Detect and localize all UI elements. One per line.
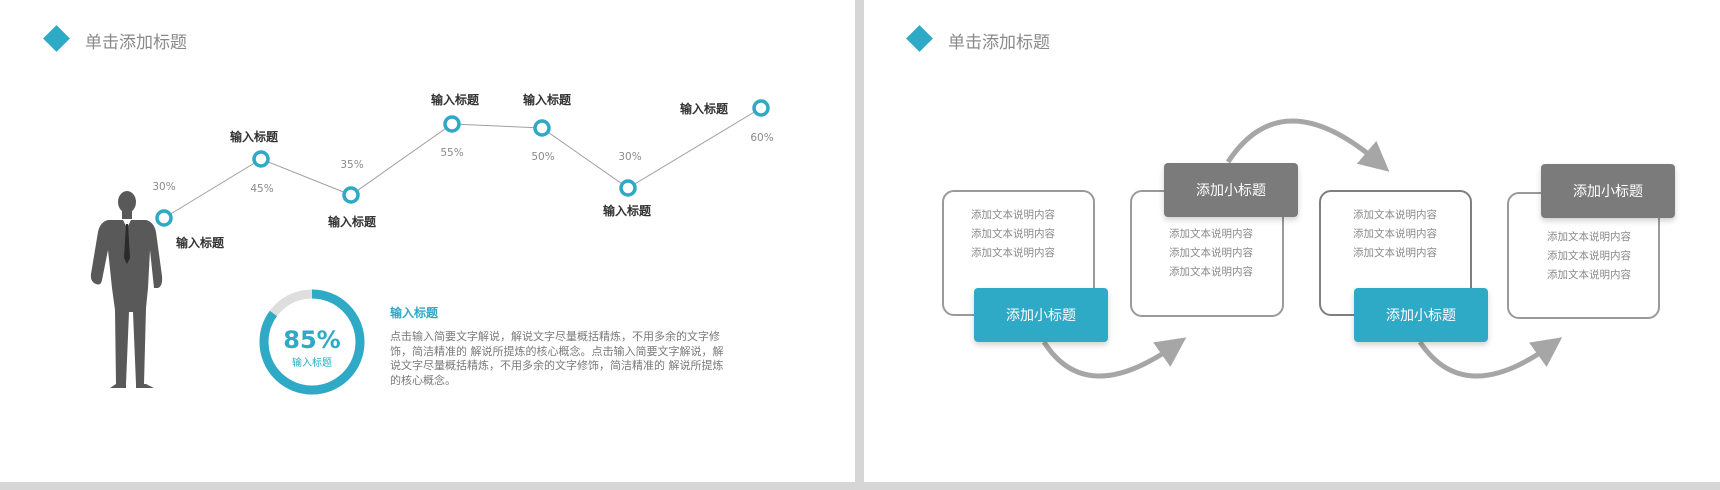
flow-arrows — [1041, 118, 1563, 379]
progress-ring: 85% 输入标题 — [259, 289, 365, 395]
point-label: 输入标题 — [176, 235, 225, 250]
data-point — [252, 150, 270, 168]
body-line: 说文字尽量概括精炼，不用多余的文字修饰，简洁精准的 解说所提炼 — [390, 359, 724, 372]
data-point — [619, 179, 637, 197]
point-percent: 55% — [440, 147, 463, 159]
point-label: 输入标题 — [431, 92, 480, 107]
ring-label: 输入标题 — [292, 356, 332, 369]
arrow-1 — [1041, 337, 1187, 379]
slide-left: 单击添加标题 输入标题 30% 输入标题 45% 输入标题 35% 输入标题 55% 输入标题 5… — [0, 0, 855, 482]
slide-title[interactable]: 单击添加标题 — [85, 33, 187, 53]
data-point — [752, 99, 770, 117]
point-percent: 30% — [152, 181, 175, 193]
point-percent: 60% — [750, 132, 773, 144]
arrow-3 — [1417, 337, 1563, 379]
point-label: 输入标题 — [603, 203, 652, 218]
data-point — [155, 209, 173, 227]
body-line: 的核心概念。 — [390, 373, 456, 387]
point-percent: 30% — [618, 151, 641, 163]
point-label: 输入标题 — [680, 101, 729, 116]
body-line: 点击输入简要文字解说，解说文字尽量概括精炼，不用多余的文字修 — [390, 330, 720, 343]
ring-value: 85% — [283, 326, 340, 354]
progress-line-chart: 输入标题 30% 输入标题 45% 输入标题 35% 输入标题 55% 输入标题 50% 输入标题 3… — [152, 92, 773, 250]
step-2-heading[interactable]: 添加小标题 — [1164, 163, 1298, 217]
step-2-description: 添加文本说明内容 添加文本说明内容 添加文本说明内容 — [1169, 228, 1253, 278]
data-point — [342, 186, 360, 204]
step-3-heading[interactable]: 添加小标题 — [1354, 288, 1488, 342]
step-1-description: 添加文本说明内容 添加文本说明内容 添加文本说明内容 — [971, 209, 1055, 259]
point-label: 输入标题 — [328, 214, 377, 229]
data-point — [443, 115, 461, 133]
point-percent: 50% — [531, 151, 554, 163]
arrow-2 — [1225, 118, 1390, 172]
step-1-heading[interactable]: 添加小标题 — [974, 288, 1108, 342]
text-block-body[interactable]: 点击输入简要文字解说，解说文字尽量概括精炼，不用多余的文字修饰，简洁精准的 解说… — [390, 330, 774, 388]
step-4-heading[interactable]: 添加小标题 — [1541, 164, 1675, 218]
slide-right: 单击添加标题 添加文本说明内容 添加文本说明内容 添加文本说明内容 添加小标题 … — [864, 0, 1720, 482]
point-label: 输入标题 — [523, 92, 572, 107]
point-label: 输入标题 — [230, 129, 279, 144]
data-point — [533, 119, 551, 137]
step-4-description: 添加文本说明内容 添加文本说明内容 添加文本说明内容 — [1547, 231, 1631, 281]
text-block-heading[interactable]: 输入标题 — [390, 306, 439, 320]
body-line: 饰，简洁精准的 解说所提炼的核心概念。点击输入简要文字解说，解 — [390, 344, 724, 358]
businessman-icon — [90, 191, 163, 388]
slide-title[interactable]: 单击添加标题 — [948, 33, 1050, 53]
step-3-description: 添加文本说明内容 添加文本说明内容 添加文本说明内容 — [1353, 209, 1437, 259]
point-percent: 45% — [250, 183, 273, 195]
point-percent: 35% — [340, 159, 363, 171]
